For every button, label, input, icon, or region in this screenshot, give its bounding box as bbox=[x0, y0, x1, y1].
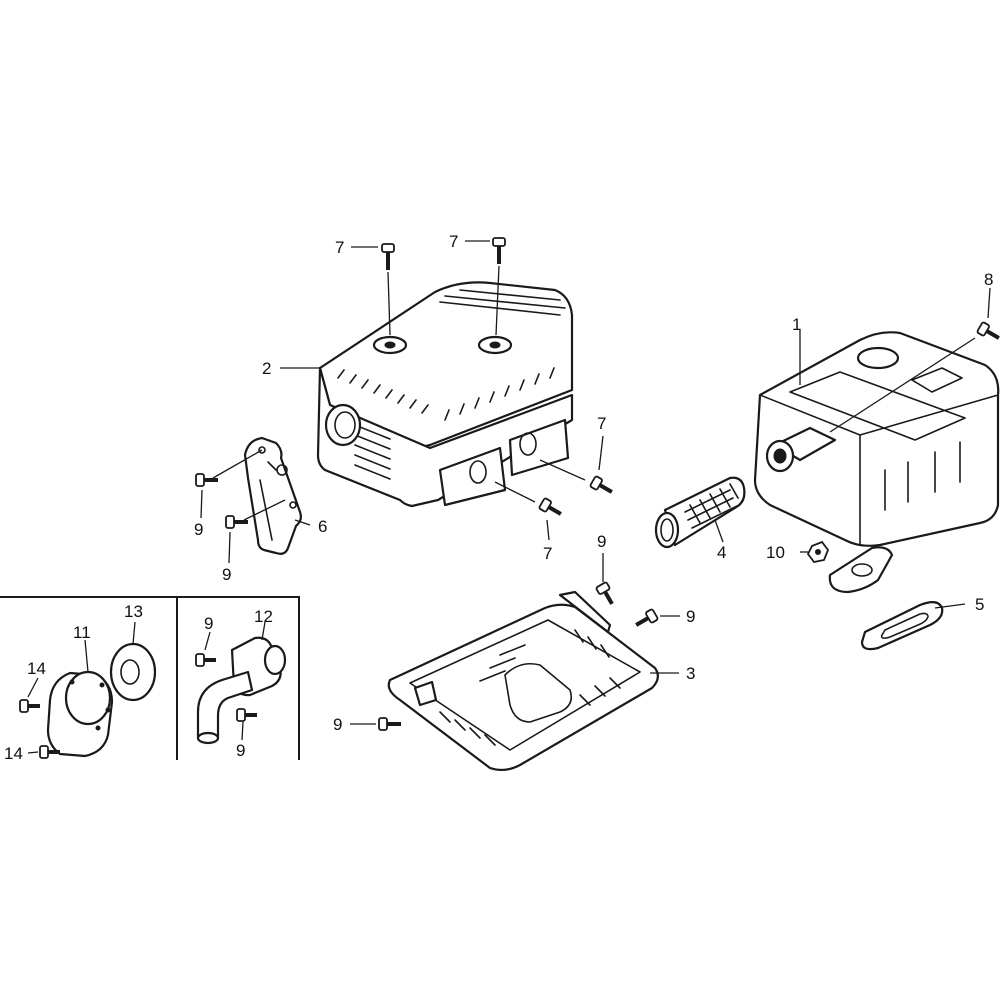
tailpipe-assembly bbox=[196, 636, 287, 745]
muffler-cap-assembly bbox=[46, 642, 157, 758]
callout-14-lower: 14 bbox=[4, 744, 23, 763]
callout-9-bracket-lower: 9 bbox=[222, 565, 231, 584]
callout-4: 4 bbox=[717, 543, 726, 562]
callout-2: 2 bbox=[262, 359, 271, 378]
muffler-lower-protector bbox=[387, 590, 659, 772]
callout-11: 11 bbox=[73, 623, 91, 642]
callout-1: 1 bbox=[792, 315, 801, 334]
callout-12: 12 bbox=[254, 607, 273, 626]
callout-9-inset-upper: 9 bbox=[204, 614, 213, 633]
callout-7-right: 7 bbox=[597, 414, 606, 433]
callout-7-lower: 7 bbox=[543, 544, 552, 563]
callout-3: 3 bbox=[686, 664, 695, 683]
callout-7-top-left: 7 bbox=[335, 238, 344, 257]
spark-arrester bbox=[654, 476, 746, 549]
callout-9-bracket-upper: 9 bbox=[194, 520, 203, 539]
callout-10: 10 bbox=[766, 543, 785, 562]
callout-9-tray-left: 9 bbox=[333, 715, 342, 734]
muffler bbox=[753, 331, 1000, 594]
callout-9-tray-top: 9 bbox=[597, 532, 606, 551]
inset-boxes bbox=[0, 596, 300, 760]
callout-9-tray-right: 9 bbox=[686, 607, 695, 626]
muffler-protector bbox=[316, 281, 574, 508]
callout-14-upper: 14 bbox=[27, 659, 46, 678]
callout-13: 13 bbox=[124, 602, 143, 621]
callout-6: 6 bbox=[318, 517, 327, 536]
screws bbox=[19, 237, 1000, 759]
callout-8: 8 bbox=[984, 270, 993, 289]
callout-7-top-right: 7 bbox=[449, 232, 458, 251]
callout-5: 5 bbox=[975, 595, 984, 614]
leader-lines bbox=[27, 240, 991, 754]
callout-9-inset-lower: 9 bbox=[236, 741, 245, 760]
gasket bbox=[860, 601, 944, 651]
callouts: 1 2 3 4 5 6 7 7 7 7 8 9 9 9 9 9 9 9 10 1… bbox=[4, 232, 993, 763]
